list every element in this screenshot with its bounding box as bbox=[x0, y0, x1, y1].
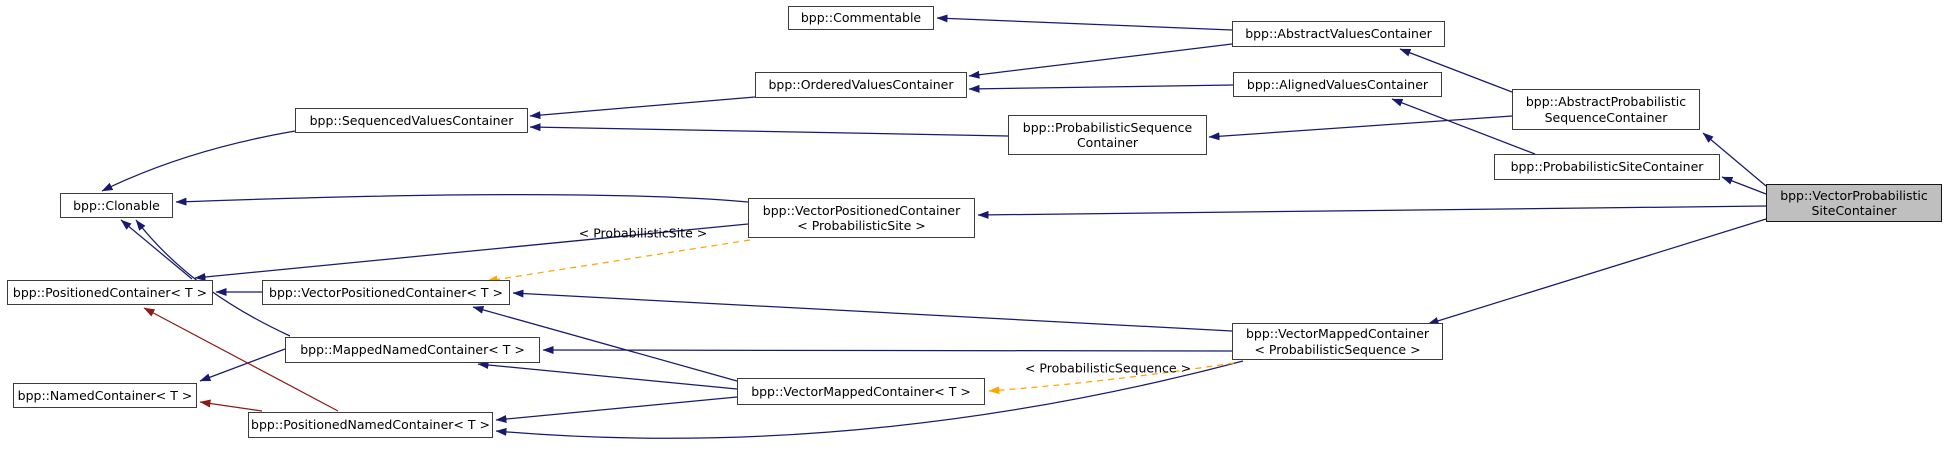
class-node-label: bpp::AlignedValuesContainer bbox=[1246, 76, 1429, 92]
edge-inherit-abstract-values-to-commentable bbox=[936, 14, 1233, 31]
edge-inherit-vpc-prob-site-to-clonable bbox=[175, 194, 749, 206]
class-node-label: bpp::VectorProbabilistic bbox=[1780, 187, 1928, 203]
class-node-label: bpp::VectorPositionedContainer bbox=[762, 202, 961, 218]
edge-inherit-ordered-values-to-sequenced-values bbox=[529, 96, 756, 120]
class-node-label: < ProbabilisticSite > bbox=[797, 218, 926, 233]
class-node-label: bpp::VectorMappedContainer bbox=[1245, 326, 1430, 341]
class-node-label: bpp::ProbabilisticSiteContainer bbox=[1510, 159, 1704, 175]
edge-inherit-sequenced-values-to-clonable bbox=[101, 130, 296, 192]
edge-inherit-prob-seq-container-to-sequenced-values bbox=[529, 123, 1009, 137]
edge-inherit-vmc-t-to-mapped-named bbox=[477, 361, 738, 390]
edge-inherit-vpc-prob-site-to-positioned-container bbox=[194, 223, 749, 281]
class-node-label: bpp::NamedContainer< T > bbox=[17, 387, 193, 403]
edge-template-vpc-prob-site-to-vpc-t bbox=[486, 239, 751, 284]
edge-inherit-positioned-container-to-clonable bbox=[120, 219, 193, 280]
class-node-abstract-values[interactable]: bpp::AbstractValuesContainer bbox=[1232, 21, 1445, 47]
class-node-positioned-container[interactable]: bpp::PositionedContainer< T > bbox=[7, 280, 213, 305]
edge-inherit-abstract-prob-seq-to-prob-seq-container bbox=[1208, 115, 1513, 141]
class-node-label: Container bbox=[1076, 135, 1139, 150]
class-node-label: bpp::Clonable bbox=[73, 197, 160, 213]
class-node-label: bpp::PositionedNamedContainer< T > bbox=[251, 417, 490, 433]
class-node-clonable[interactable]: bpp::Clonable bbox=[60, 193, 173, 218]
edge-inherit-vector-prob-site-to-prob-site-container bbox=[1721, 176, 1767, 195]
class-node-sequenced-values[interactable]: bpp::SequencedValuesContainer bbox=[295, 108, 528, 133]
class-node-label: SequenceContainer bbox=[1544, 109, 1668, 125]
edge-inherit-mapped-named-to-named-container bbox=[199, 348, 286, 382]
edge-inherit-prob-site-container-to-aligned-values bbox=[1391, 98, 1536, 155]
class-node-vpc-t[interactable]: bpp::VectorPositionedContainer< T > bbox=[262, 280, 510, 305]
template-args-label: < ProbabilisticSite > bbox=[578, 225, 708, 241]
edge-inherit-vmc-prob-seq-to-mapped-named bbox=[542, 346, 1233, 355]
class-node-label: < ProbabilisticSequence > bbox=[1254, 341, 1421, 357]
edge-inherit-vector-prob-site-to-vmc-prob-seq bbox=[1427, 218, 1767, 325]
edge-inherit-vector-prob-site-to-abstract-prob-seq bbox=[1702, 132, 1767, 187]
class-node-ordered-values[interactable]: bpp::OrderedValuesContainer bbox=[755, 72, 967, 98]
class-node-label: SiteContainer bbox=[1811, 203, 1897, 218]
edge-inherit-vmc-prob-seq-to-vpc-t bbox=[512, 289, 1233, 332]
class-node-vmc-t[interactable]: bpp::VectorMappedContainer< T > bbox=[737, 378, 985, 405]
edge-private-positioned-named-to-positioned-container bbox=[143, 307, 339, 412]
class-node-label: bpp::ProbabilisticSequence bbox=[1022, 119, 1193, 135]
edge-template-vmc-prob-seq-to-vmc-t bbox=[988, 362, 1235, 395]
edge-inherit-vmc-prob-seq-to-positioned-named bbox=[495, 360, 1244, 439]
edge-inherit-vmc-t-to-vpc-t bbox=[472, 305, 738, 382]
edge-inherit-mapped-named-to-clonable bbox=[135, 219, 291, 337]
class-node-label: bpp::PositionedContainer< T > bbox=[12, 284, 208, 300]
edge-inherit-abstract-prob-seq-to-abstract-values bbox=[1399, 48, 1513, 93]
edge-inherit-aligned-values-to-ordered-values bbox=[968, 84, 1234, 93]
class-node-named-container[interactable]: bpp::NamedContainer< T > bbox=[13, 383, 197, 408]
template-args-label: < ProbabilisticSequence > bbox=[1024, 360, 1192, 376]
class-node-label: bpp::AbstractValuesContainer bbox=[1245, 26, 1432, 42]
class-node-label: bpp::AbstractProbabilistic bbox=[1525, 94, 1687, 109]
class-node-aligned-values[interactable]: bpp::AlignedValuesContainer bbox=[1233, 72, 1442, 97]
class-node-vpc-prob-site[interactable]: bpp::VectorPositionedContainer< Probabil… bbox=[748, 198, 975, 238]
class-node-mapped-named[interactable]: bpp::MappedNamedContainer< T > bbox=[285, 337, 540, 363]
class-node-label: bpp::VectorMappedContainer< T > bbox=[751, 383, 971, 399]
class-node-positioned-named[interactable]: bpp::PositionedNamedContainer< T > bbox=[248, 412, 493, 438]
class-node-prob-site-container[interactable]: bpp::ProbabilisticSiteContainer bbox=[1494, 154, 1720, 180]
edge-inherit-vmc-t-to-positioned-named bbox=[495, 396, 738, 423]
class-node-label: bpp::MappedNamedContainer< T > bbox=[300, 342, 525, 358]
class-node-label: bpp::OrderedValuesContainer bbox=[768, 77, 954, 93]
class-node-label: bpp::Commentable bbox=[800, 10, 922, 26]
class-node-commentable[interactable]: bpp::Commentable bbox=[788, 6, 934, 30]
edge-inherit-vector-prob-site-to-vpc-prob-site bbox=[977, 205, 1767, 219]
class-node-label: bpp::VectorPositionedContainer< T > bbox=[269, 284, 503, 300]
class-node-label: bpp::SequencedValuesContainer bbox=[309, 112, 514, 128]
edge-inherit-abstract-values-to-ordered-values bbox=[968, 43, 1233, 79]
class-node-vmc-prob-seq[interactable]: bpp::VectorMappedContainer< Probabilisti… bbox=[1232, 323, 1443, 360]
edge-private-positioned-named-to-named-container bbox=[199, 399, 263, 412]
